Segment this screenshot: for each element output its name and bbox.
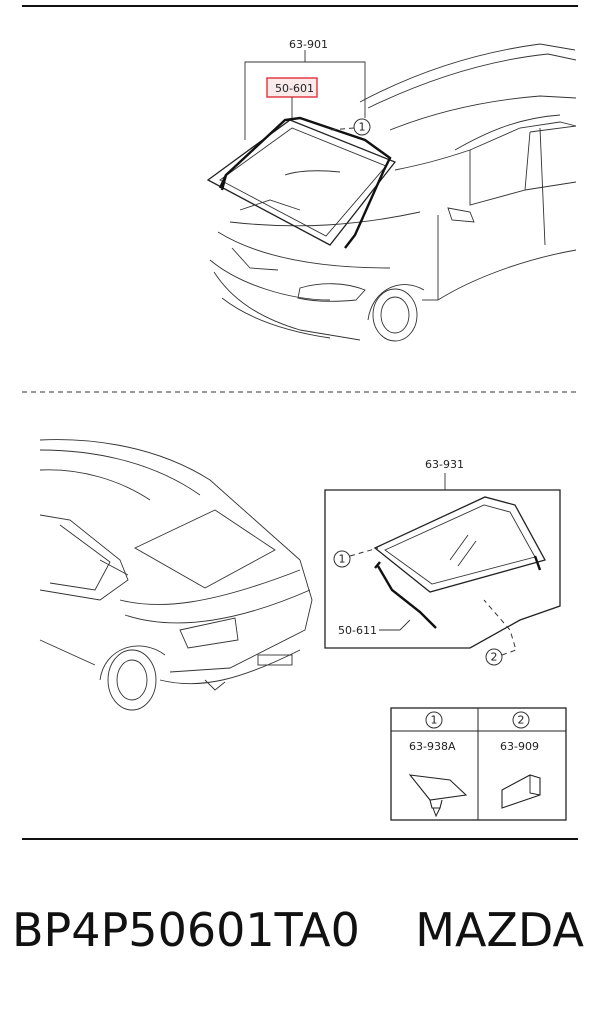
front-callout-1-text: 1 <box>359 121 366 134</box>
legend-col2-num: 2 <box>518 714 525 727</box>
front-assembly-label: 63-901 <box>289 38 328 51</box>
legend-callout-1 <box>425 711 443 729</box>
brand-caption: MAZDA <box>415 903 584 957</box>
front-side-molding-left <box>218 174 228 189</box>
rear-assembly-frame <box>324 489 561 649</box>
rear-callout-1-dash <box>349 547 379 557</box>
rear-callout-2-text: 2 <box>491 651 498 664</box>
rear-callout-2-dash <box>483 599 517 656</box>
front-windshield <box>206 119 397 246</box>
spacer-icon <box>501 774 541 809</box>
rear-car-illustration <box>39 439 313 711</box>
legend-col1-part: 63-938A <box>409 740 456 753</box>
rear-molding-leader-tip <box>399 619 411 631</box>
legend-col1-num: 1 <box>431 714 438 727</box>
clip-icon <box>408 774 468 818</box>
front-car-illustration <box>209 43 577 342</box>
front-callout-1 <box>353 118 371 136</box>
highlighted-part-label: 50-601 <box>275 82 314 95</box>
rear-molding-label: 50-611 <box>338 624 377 637</box>
front-callout-dash <box>329 127 355 131</box>
front-bracket-line <box>244 61 366 140</box>
rear-callout-2 <box>485 648 503 666</box>
rear-assembly-label: 63-931 <box>425 458 464 471</box>
rear-callout-1 <box>333 550 351 568</box>
part-number-caption: BP4P50601TA0 <box>12 903 360 957</box>
legend-col2-part: 63-909 <box>500 740 539 753</box>
parts-diagram: 63-901 50-601 1 63-931 <box>22 5 578 840</box>
rear-molding <box>376 565 437 629</box>
front-side-molding-right <box>344 169 386 249</box>
rear-window-glass <box>373 496 546 593</box>
rear-molding-end <box>374 561 381 569</box>
parts-legend: 1 2 63-938A 63-909 <box>390 707 567 821</box>
rear-callout-1-text: 1 <box>339 553 346 566</box>
legend-callout-2 <box>512 711 530 729</box>
rear-clip-right <box>533 555 542 571</box>
